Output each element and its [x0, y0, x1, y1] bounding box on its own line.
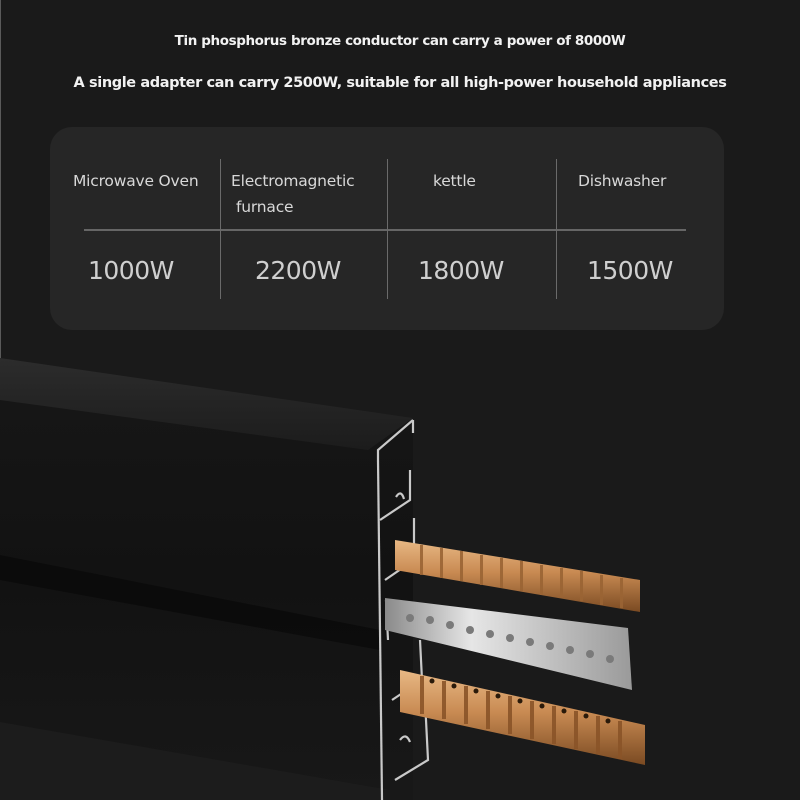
header-kettle: kettle: [433, 172, 476, 190]
headline-adapter-power: A single adapter can carry 2500W, suitab…: [73, 75, 727, 91]
table-divider-horizontal: [84, 229, 686, 231]
table-divider-2: [387, 159, 388, 299]
value-microwave-oven: 1000W: [88, 256, 174, 285]
value-kettle: 1800W: [418, 256, 504, 285]
table-divider-1: [220, 159, 221, 299]
table-divider-3: [556, 159, 557, 299]
power-track-rail-image: [0, 358, 645, 800]
header-microwave-oven: Microwave Oven: [73, 172, 199, 190]
header-furnace: furnace: [236, 198, 294, 216]
value-electromagnetic-furnace: 2200W: [255, 256, 341, 285]
value-dishwasher: 1500W: [587, 256, 673, 285]
header-dishwasher: Dishwasher: [578, 172, 667, 190]
header-electromagnetic: Electromagnetic: [231, 172, 355, 190]
headline-conductor-power: Tin phosphorus bronze conductor can carr…: [174, 33, 626, 49]
